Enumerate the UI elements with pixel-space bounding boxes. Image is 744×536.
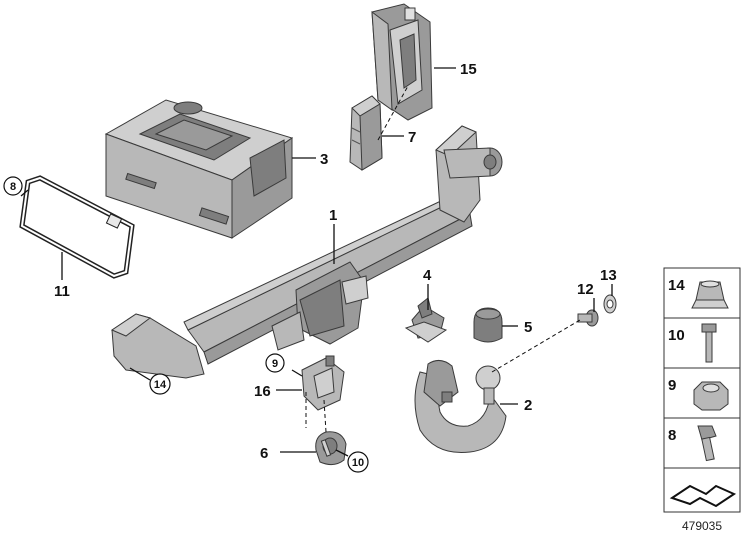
label-13: 13 bbox=[600, 267, 617, 284]
fastener-row-step[interactable] bbox=[663, 467, 741, 513]
label-16: 16 bbox=[254, 383, 271, 400]
assembly-lines bbox=[305, 85, 581, 433]
short-bolt-icon bbox=[697, 425, 717, 462]
long-screw-icon bbox=[701, 323, 717, 363]
fastener-number: 14 bbox=[668, 277, 685, 294]
foam-tray-part bbox=[104, 99, 294, 239]
fastener-row-14[interactable]: 14 bbox=[663, 267, 741, 319]
cap-holder-part bbox=[404, 297, 448, 343]
callout-circle-9 bbox=[265, 353, 285, 373]
grommet-part bbox=[577, 309, 599, 327]
label-3: 3 bbox=[320, 151, 328, 168]
label-15: 15 bbox=[460, 61, 477, 78]
fastener-number: 10 bbox=[668, 327, 685, 344]
label-11: 11 bbox=[54, 283, 70, 300]
label-10: 10 bbox=[352, 457, 364, 469]
label-4: 4 bbox=[423, 267, 432, 284]
tow-bar-part bbox=[110, 125, 503, 379]
seal-frame-part bbox=[19, 175, 135, 279]
fastener-row-10[interactable]: 10 bbox=[663, 317, 741, 369]
callout-circle-10 bbox=[347, 451, 369, 473]
cable-bracket-part bbox=[301, 355, 345, 411]
control-module-part bbox=[349, 95, 383, 171]
label-1: 1 bbox=[329, 207, 337, 224]
collar-nut-icon bbox=[691, 280, 729, 309]
label-12: 12 bbox=[577, 281, 594, 298]
fastener-number: 8 bbox=[668, 427, 676, 444]
ball-neck-part bbox=[414, 360, 507, 454]
callout-circle-8 bbox=[3, 176, 23, 196]
label-2: 2 bbox=[524, 397, 532, 414]
washer-part bbox=[603, 294, 617, 314]
diagram-id: 479035 bbox=[682, 519, 722, 533]
callout-circle-14 bbox=[149, 373, 171, 395]
protective-cap-part bbox=[473, 307, 503, 343]
callout-labels: 15 7 3 1 11 4 5 12 13 2 16 6 8 9 10 14 bbox=[3, 61, 617, 473]
fastener-row-9[interactable]: 9 bbox=[663, 367, 741, 419]
floor-step-icon bbox=[669, 484, 737, 508]
bracket-part bbox=[371, 3, 433, 121]
label-5: 5 bbox=[524, 319, 532, 336]
label-9: 9 bbox=[272, 358, 278, 370]
label-8: 8 bbox=[10, 181, 16, 193]
label-14: 14 bbox=[154, 379, 167, 391]
hex-nut-icon bbox=[693, 381, 729, 411]
leader-lines bbox=[20, 67, 613, 457]
fastener-row-8[interactable]: 8 bbox=[663, 417, 741, 469]
label-6: 6 bbox=[260, 445, 268, 462]
label-7: 7 bbox=[408, 129, 416, 146]
fastener-number: 9 bbox=[668, 377, 676, 394]
fastener-panel: 14 10 9 8 bbox=[663, 267, 741, 513]
socket-lock-part bbox=[315, 431, 347, 466]
